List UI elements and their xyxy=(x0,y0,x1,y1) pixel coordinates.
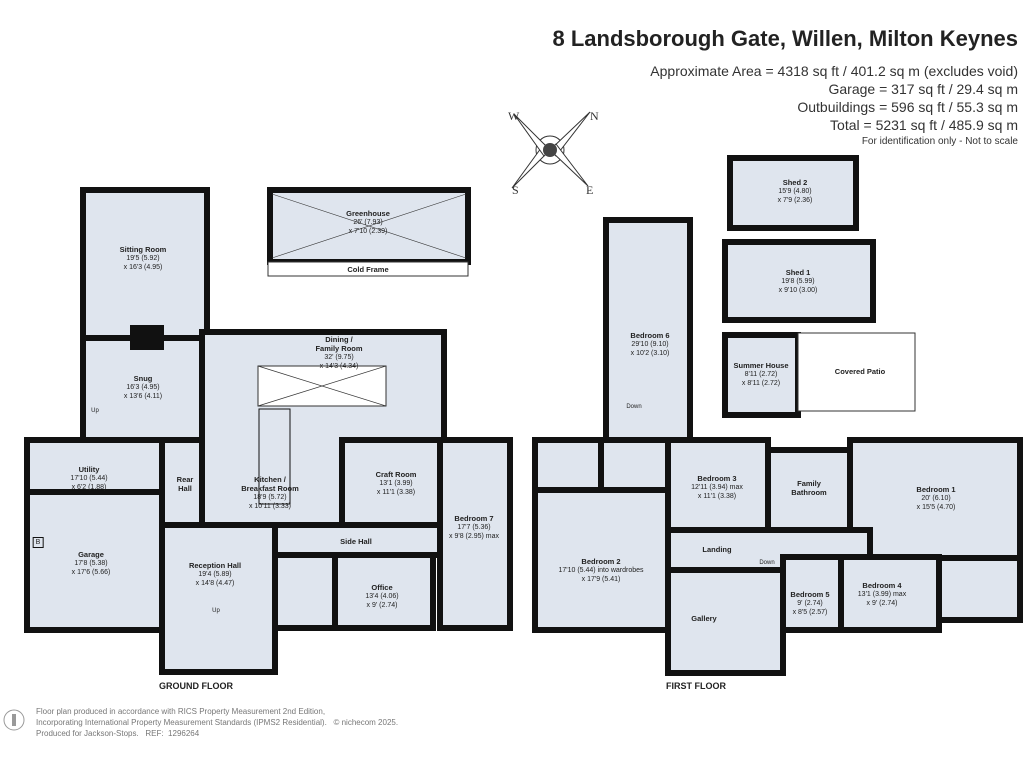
bedroom-2 xyxy=(532,487,671,633)
cold-frame xyxy=(267,261,469,277)
bedroom-6-stairs-label: Down xyxy=(626,404,642,410)
shed-1 xyxy=(722,239,876,323)
bedroom-4 xyxy=(838,554,942,633)
footer-line: Incorporating International Property Mea… xyxy=(36,718,399,727)
bedroom-3 xyxy=(665,437,771,533)
footer-line: Produced for Jackson-Stops. REF: 1296264 xyxy=(36,729,200,738)
boiler-label: B xyxy=(32,537,44,548)
office xyxy=(332,552,436,631)
snug-stairs-label: Up xyxy=(91,408,99,414)
label-landing: Landing xyxy=(702,545,732,554)
utility xyxy=(24,437,165,495)
area-garage: Garage = 317 sq ft / 29.4 sq m xyxy=(828,81,1019,97)
label-cold-frame: Cold Frame xyxy=(347,265,389,274)
garage xyxy=(24,489,165,633)
compass-s: S xyxy=(512,183,519,197)
fireplace xyxy=(130,325,164,350)
footer-notes: Floor plan produced in accordance with R… xyxy=(36,706,398,739)
compass-e: E xyxy=(586,183,593,197)
reception-hall xyxy=(159,522,278,675)
label-covered-patio: Covered Patio xyxy=(834,367,886,376)
reception-stairs-label: Up xyxy=(212,608,220,614)
bedroom-7 xyxy=(437,437,513,631)
bedroom-1 xyxy=(847,437,1023,561)
bathroom xyxy=(532,437,604,493)
label-gallery: Gallery xyxy=(691,614,717,623)
footer-line: Floor plan produced in accordance with R… xyxy=(36,707,326,716)
landing-stairs-label: Down xyxy=(759,560,775,566)
compass-n: N xyxy=(590,109,599,123)
bedroom-6 xyxy=(603,217,693,443)
area-total: Total = 5231 sq ft / 485.9 sq m xyxy=(830,117,1018,133)
ground-floor-label: GROUND FLOOR xyxy=(159,681,233,691)
covered-patio xyxy=(797,332,916,412)
cloakroom xyxy=(272,552,338,631)
area-outbuildings: Outbuildings = 596 sq ft / 55.3 sq m xyxy=(797,99,1018,115)
property-title: 8 Landsborough Gate, Willen, Milton Keyn… xyxy=(552,26,1018,51)
first-floor-label: FIRST FLOOR xyxy=(666,681,726,691)
label-side-hall: Side Hall xyxy=(340,537,372,546)
scale-note: For identification only - Not to scale xyxy=(861,136,1018,147)
shed-2 xyxy=(727,155,859,231)
en-suite-1 xyxy=(936,555,1023,623)
compass-w: W xyxy=(508,109,520,123)
compass-icon xyxy=(511,111,591,189)
area-total-internal: Approximate Area = 4318 sq ft / 401.2 sq… xyxy=(650,63,1018,79)
en-suite xyxy=(598,437,671,493)
nichecom-logo-icon xyxy=(3,709,25,731)
gallery xyxy=(665,567,786,676)
kitchen-island xyxy=(258,408,291,505)
